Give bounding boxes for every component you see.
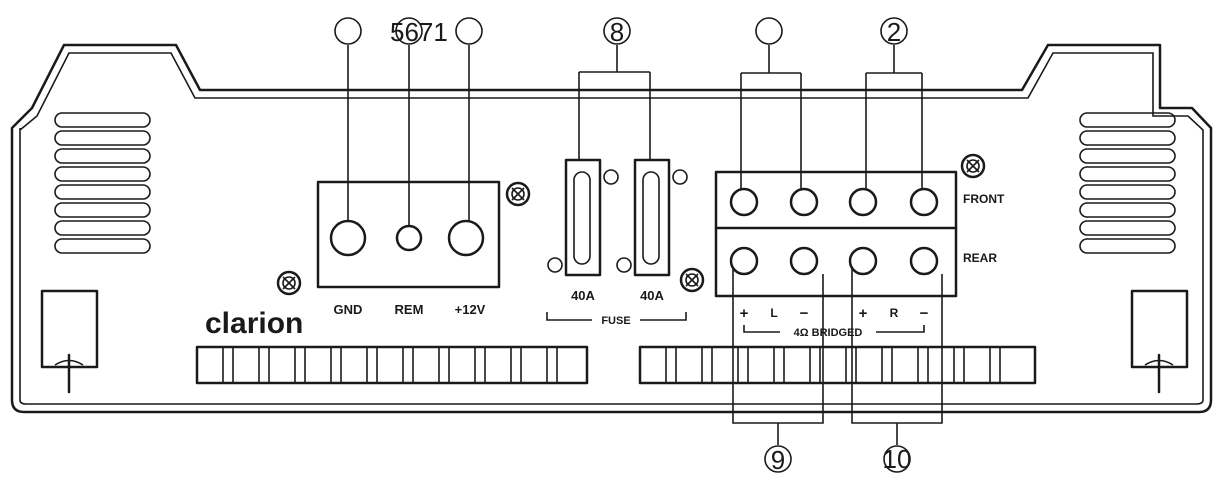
right-vent-slots: [1079, 112, 1176, 254]
callout-front-left: [755, 17, 783, 45]
rear-label: REAR: [963, 251, 997, 265]
fuse-left-rating: 40A: [571, 288, 595, 303]
bridged-label: 4Ω BRIDGED: [794, 327, 863, 339]
callout-fuse: [603, 17, 631, 45]
left-minus-sign: −: [800, 305, 809, 322]
left-vent-slots: [54, 112, 151, 254]
fuse-caption-bracket: [546, 312, 687, 321]
amplifier-chassis: [10, 43, 1213, 414]
fuse-right: [616, 158, 688, 277]
rear-right-minus-terminal: [909, 246, 939, 276]
front-right-minus-terminal: [909, 187, 939, 217]
screw-fuse-right: [679, 267, 705, 293]
gnd-terminal: [329, 219, 367, 257]
callout-front-right-number: 2: [887, 17, 901, 47]
callout-rem: [395, 17, 423, 45]
callout-circles: [334, 17, 911, 473]
brand-logo-text: clarion: [205, 307, 303, 340]
left-mounting-tab: [40, 289, 99, 394]
left-heatsink-fins: [195, 345, 589, 385]
callout-front-right: [880, 17, 908, 45]
right-heatsink-fins: [638, 345, 1037, 385]
rear-right-plus-terminal: [848, 246, 878, 276]
bridged-bracket: [743, 325, 925, 333]
right-mounting-tab: [1130, 289, 1189, 394]
rear-left-minus-terminal: [789, 246, 819, 276]
rem-label: REM: [395, 302, 424, 317]
callout-top-run-text: 5671: [390, 17, 448, 47]
speaker-terminal-block: [714, 170, 958, 298]
callout-bridge-right: [883, 445, 911, 473]
rem-terminal: [395, 224, 423, 252]
callout-fuse-number: 8: [610, 17, 624, 47]
fuse-left: [547, 158, 619, 277]
v12-label: +12V: [455, 302, 486, 317]
screw-power-right: [505, 181, 531, 207]
gnd-label: GND: [334, 302, 363, 317]
callout-v12: [455, 17, 483, 45]
right-minus-sign: −: [920, 305, 929, 322]
left-plus-sign: +: [740, 305, 749, 322]
front-right-plus-terminal: [848, 187, 878, 217]
front-left-plus-terminal: [729, 187, 759, 217]
front-left-minus-terminal: [789, 187, 819, 217]
fuse-right-rating: 40A: [640, 288, 664, 303]
rear-left-plus-terminal: [729, 246, 759, 276]
callout-bridge-left: [764, 445, 792, 473]
callout-bridge-right-number: 10: [883, 444, 912, 474]
front-label: FRONT: [963, 192, 1005, 206]
screw-power-left: [276, 270, 302, 296]
right-plus-sign: +: [859, 305, 868, 322]
callout-leader-lines: [347, 45, 943, 445]
callout-gnd: [334, 17, 362, 45]
screw-speaker-top: [960, 153, 986, 179]
right-channel-label: R: [890, 306, 899, 320]
callout-bridge-left-number: 9: [771, 445, 785, 475]
v12-terminal: [447, 219, 485, 257]
fuse-caption: FUSE: [601, 315, 630, 327]
left-channel-label: L: [770, 306, 777, 320]
